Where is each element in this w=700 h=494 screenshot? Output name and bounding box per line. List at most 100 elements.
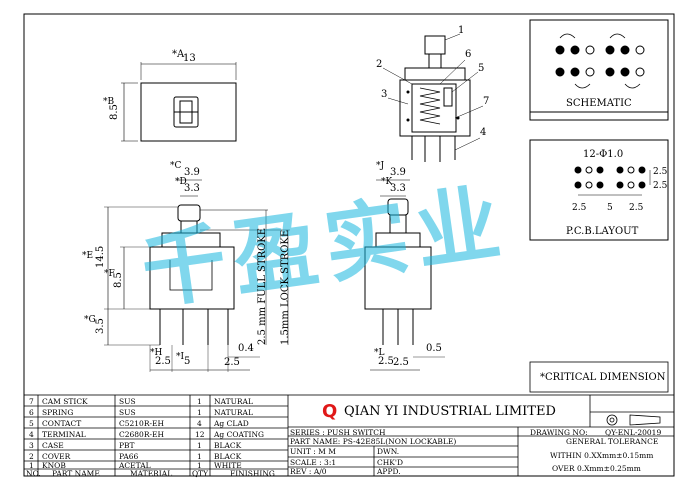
pcb-dy2: 2.5 xyxy=(653,181,668,191)
bom-qty: 1 xyxy=(197,461,202,470)
bom-finishing: BLACK xyxy=(214,441,242,450)
dim-b-label: *B xyxy=(103,97,115,107)
bom-finishing: Ag COATING xyxy=(214,430,265,439)
bom-material: C2680R-EH xyxy=(119,430,165,439)
schematic-contacts xyxy=(555,33,645,89)
bom-material: PA66 xyxy=(119,452,139,461)
dim-j-value: 3.9 xyxy=(390,167,406,178)
critical-box xyxy=(529,361,669,393)
bom-material: SUS xyxy=(119,408,136,417)
bom-finishing: BLACK xyxy=(214,452,242,461)
dim-f-label: *F xyxy=(104,269,115,279)
dim-side-05: 0.5 xyxy=(426,343,442,354)
scale: SCALE : 3:1 xyxy=(290,458,337,467)
pcb-holes xyxy=(574,166,651,196)
bom-header-part: PART NAME xyxy=(52,469,100,478)
critical-note: *CRITICAL DIMENSION xyxy=(540,372,666,383)
bom-material: SUS xyxy=(119,397,136,406)
bom-part: KNOB xyxy=(42,461,66,470)
schematic-label: SCHEMATIC xyxy=(566,98,632,109)
bom-qty: 12 xyxy=(195,430,205,439)
bom-finishing: Ag CLAD xyxy=(214,419,249,428)
bom-qty: 1 xyxy=(197,452,202,461)
callout-7: 7 xyxy=(483,96,490,107)
top-view xyxy=(121,62,237,142)
bom-qty: 1 xyxy=(197,441,202,450)
bom-finishing: NATURAL xyxy=(214,408,253,417)
dim-d-label: *D xyxy=(175,177,187,187)
bom-no: 6 xyxy=(29,408,34,417)
drawing-no-label: DRAWING NO: xyxy=(530,428,588,437)
dim-h-value: 2.5 xyxy=(155,356,171,367)
pcb-layout-label: P.C.B.LAYOUT xyxy=(566,226,639,237)
bom-material: C5210R-EH xyxy=(119,419,165,428)
chkd-label: CHK'D xyxy=(377,458,403,467)
bom-part: CONTACT xyxy=(42,419,82,428)
bom-header-qty: QTY xyxy=(192,469,209,478)
bom-part: CASE xyxy=(42,441,64,450)
dim-e-value: 14.5 xyxy=(95,245,106,268)
schematic-box xyxy=(529,19,669,121)
side-view xyxy=(364,179,445,371)
bom-part: COVER xyxy=(42,452,71,461)
bom-part: SPRING xyxy=(42,408,74,417)
dim-a-label: *A xyxy=(172,49,185,60)
lock-stroke-label: 1.5mm LOCK STROKE xyxy=(280,229,291,345)
dim-h-label: *H xyxy=(150,348,163,358)
bom-no: 1 xyxy=(29,461,34,470)
dim-l-label: *L xyxy=(374,348,385,358)
bom-no: 4 xyxy=(29,430,34,439)
dim-c-label: *C xyxy=(170,161,182,171)
tolerance-title: GENERAL TOLERANCE xyxy=(566,437,659,446)
pcb-dx3: 2.5 xyxy=(629,203,644,213)
appd-label: APPD. xyxy=(377,467,401,476)
dim-g-value: 3.5 xyxy=(95,318,106,334)
dim-d-value: 3.3 xyxy=(184,183,200,194)
bom-qty: 4 xyxy=(197,419,202,428)
company-name: QIAN YI INDUSTRIAL LIMITED xyxy=(344,404,556,419)
dim-front-04: 0.4 xyxy=(238,343,254,354)
dim-j-label: *J xyxy=(376,161,385,171)
bom-header-no: NO. xyxy=(26,469,41,478)
company-logo: Q xyxy=(322,401,338,422)
bom-header-finishing: FINISHING xyxy=(230,469,275,478)
drawing-no: QY-ENL-20019 xyxy=(605,428,662,437)
callout-4: 4 xyxy=(480,127,487,138)
pcb-hole-label: 12-Φ1.0 xyxy=(583,149,624,160)
callout-6: 6 xyxy=(465,49,472,60)
tolerance-within: WITHIN 0.XXmm±0.15mm xyxy=(550,451,654,460)
title-block-lines xyxy=(23,394,675,477)
tolerance-over: OVER 0.Xmm±0.25mm xyxy=(552,464,641,473)
bom-header-material: MATERIAL xyxy=(130,469,173,478)
part-name: PART NAME: PS-42E85L(NON LOCKABLE) xyxy=(290,437,457,446)
dim-l-value: 2.5 xyxy=(378,356,394,367)
dwn-label: DWN. xyxy=(377,447,400,456)
bom-part: TERMINAL xyxy=(42,430,86,439)
dim-c-value: 3.9 xyxy=(184,167,200,178)
pcb-dx2: 5 xyxy=(607,203,613,213)
bom-no: 2 xyxy=(29,452,34,461)
callout-5: 5 xyxy=(478,63,485,74)
full-stroke-label: 2.5 mm FULL STROKE xyxy=(257,227,268,345)
dim-e-label: *E xyxy=(82,251,94,261)
bom-no: 5 xyxy=(29,419,34,428)
dim-i-label: *I xyxy=(176,352,185,362)
callout-1: 1 xyxy=(458,25,465,36)
pcb-box xyxy=(529,139,669,241)
bom-finishing: WHITE xyxy=(214,461,242,470)
bom-part: CAM STICK xyxy=(42,397,88,406)
bom-material: PBT xyxy=(119,441,135,450)
callout-3: 3 xyxy=(381,89,388,100)
pcb-dx1: 2.5 xyxy=(572,203,587,213)
bom-material: ACETAL xyxy=(119,461,151,470)
rev: REV : A/0 xyxy=(290,467,327,476)
dim-g-label: *G xyxy=(84,315,96,325)
bom-finishing: NATURAL xyxy=(214,397,253,406)
dim-k-label: *K xyxy=(381,177,393,187)
dim-f-value: 8.5 xyxy=(113,272,124,288)
dim-k-value: 3.3 xyxy=(390,183,406,194)
bom-no: 7 xyxy=(29,397,34,406)
section-view xyxy=(382,33,484,162)
